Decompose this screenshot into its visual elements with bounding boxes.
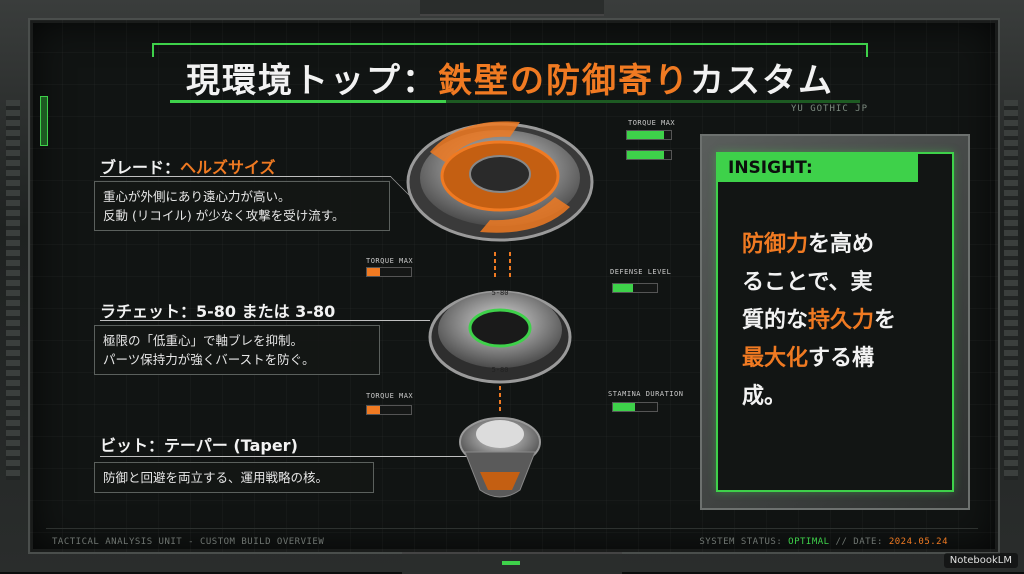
meter-fill xyxy=(613,403,635,411)
blade-value: ヘルズサイズ xyxy=(180,158,276,177)
bottom-tab xyxy=(402,552,622,574)
stamina-duration-label: STAMINA DURATION xyxy=(608,390,684,398)
ratchet-bottom-label: 5-80 xyxy=(492,366,509,374)
ratchet-desc-line: 極限の「低重心」で軸ブレを抑制。 xyxy=(103,333,304,348)
insight-rest: を xyxy=(874,308,897,333)
footer-divider xyxy=(46,528,978,529)
meter-fill xyxy=(627,151,665,159)
torque-max-meter-top xyxy=(626,130,672,140)
insight-rest: 質的な xyxy=(742,308,809,333)
font-note: YU GOTHIC JP xyxy=(790,104,868,114)
ratchet-desc: 極限の「低重心」で軸ブレを抑制。 パーツ保持力が強くバーストを防ぐ。 xyxy=(94,325,380,375)
insight-line: ることで、実 xyxy=(742,270,873,295)
torque-max-label-top: TORQUE MAX xyxy=(628,119,676,127)
torque-max-label-left1: TORQUE MAX xyxy=(366,257,414,265)
meter-fill xyxy=(367,268,381,276)
insight-rest: を高め xyxy=(808,232,875,257)
title-main: 現環境トップ： xyxy=(186,61,438,101)
blade-title: ブレード：ヘルズサイズ xyxy=(100,154,276,178)
insight-accent: 持久力 xyxy=(808,308,875,333)
meter-fill xyxy=(627,131,665,139)
status-label: SYSTEM STATUS: xyxy=(699,537,783,547)
insight-line: 最大化する構 xyxy=(742,340,922,378)
right-rail xyxy=(1004,100,1018,480)
page-title: 現環境トップ：鉄壁の防御寄りカスタム xyxy=(152,53,868,102)
bit-desc-line: 防御と回避を両立する、運用戦略の核。 xyxy=(103,470,329,485)
blade-part xyxy=(406,121,594,242)
insight-accent: 最大化 xyxy=(742,346,809,371)
blade-rule xyxy=(100,176,350,177)
blade-desc: 重心が外側にあり遠心力が高い。 反動 (リコイル) が少なく攻撃を受け流す。 xyxy=(94,181,390,231)
left-rail xyxy=(6,100,20,480)
torque-max-meter-top-2 xyxy=(626,150,672,160)
bit-part xyxy=(459,417,541,498)
insight-text: 防御力を高め ることで、実 質的な持久力を 最大化する構 成。 xyxy=(742,226,922,416)
bit-desc: 防御と回避を両立する、運用戦略の核。 xyxy=(94,462,374,493)
insight-line: 防御力を高め xyxy=(742,226,922,264)
insight-rest: する構 xyxy=(808,346,875,371)
torque-max-meter-left1 xyxy=(366,267,412,277)
date-value: 2024.05.24 xyxy=(888,537,948,547)
status-value: OPTIMAL xyxy=(788,537,830,547)
ratchet-title: ラチェット：5-80 または 3-80 xyxy=(100,302,336,321)
defense-level-label: DEFENSE LEVEL xyxy=(610,268,672,276)
title-underline xyxy=(170,100,860,103)
footer-left: TACTICAL ANALYSIS UNIT - CUSTOM BUILD OV… xyxy=(52,537,325,547)
ratchet-desc-line: パーツ保持力が強くバーストを防ぐ。 xyxy=(103,352,315,367)
title-accent: 鉄壁の防御寄り xyxy=(438,61,690,101)
insight-panel xyxy=(716,152,954,492)
footer-sep: // xyxy=(835,537,848,547)
defense-level-meter xyxy=(612,283,658,293)
bit-rule xyxy=(100,456,470,457)
insight-line: 成。 xyxy=(742,384,787,409)
top-tab xyxy=(420,0,604,16)
stamina-duration-meter xyxy=(612,402,658,412)
level-indicator xyxy=(40,96,48,146)
blade-label: ブレード： xyxy=(100,158,181,177)
meter-fill xyxy=(613,284,633,292)
title-tail: カスタム xyxy=(690,61,834,101)
beyblade-exploded-view: 5-80 5-80 xyxy=(406,121,594,498)
footer-status: SYSTEM STATUS: OPTIMAL // DATE: 2024.05.… xyxy=(699,537,948,547)
bit-title: ビット：テーパー (Taper) xyxy=(100,436,298,455)
notebooklm-watermark: NotebookLM xyxy=(943,553,1018,568)
ratchet-rule xyxy=(100,320,430,321)
meter-fill xyxy=(367,406,381,414)
insight-line: 質的な持久力を xyxy=(742,302,922,340)
torque-max-label-left2: TORQUE MAX xyxy=(366,392,414,400)
insight-heading: INSIGHT: xyxy=(718,154,918,182)
status-led xyxy=(502,561,520,565)
ratchet-part: 5-80 5-80 xyxy=(428,289,572,384)
insight-accent: 防御力 xyxy=(742,232,809,257)
torque-max-meter-left2 xyxy=(366,405,412,415)
date-label: DATE: xyxy=(853,537,883,547)
blade-desc-line: 重心が外側にあり遠心力が高い。 xyxy=(103,189,291,204)
blade-desc-line: 反動 (リコイル) が少なく攻撃を受け流す。 xyxy=(103,208,345,223)
ratchet-top-label: 5-80 xyxy=(492,289,509,297)
title-box: 現環境トップ：鉄壁の防御寄りカスタム xyxy=(152,43,868,107)
